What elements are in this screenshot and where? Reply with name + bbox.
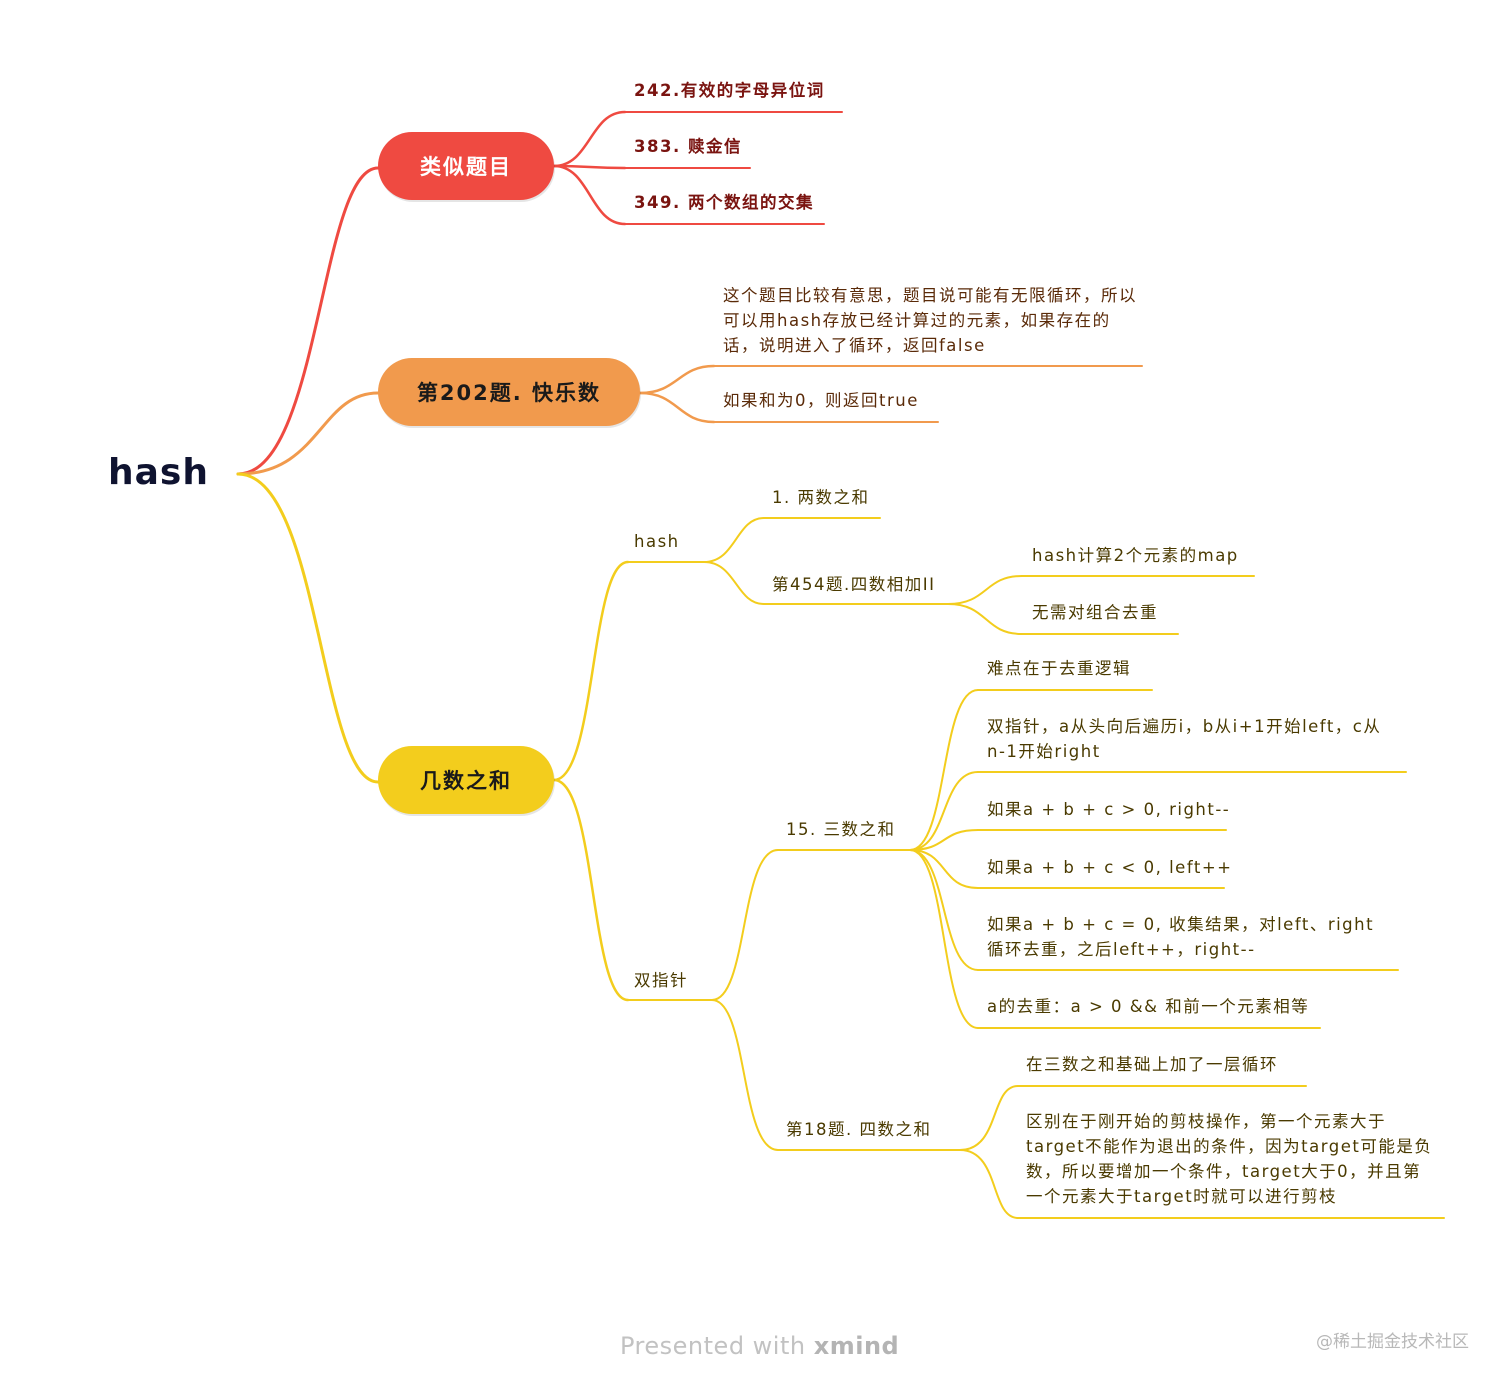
- footer-credit: Presented with xmind: [620, 1332, 899, 1360]
- branch-n-sum[interactable]: 几数之和: [378, 746, 554, 814]
- leaf-happy-number-note[interactable]: 这个题目比较有意思，题目说可能有无限循环，所以可以用hash存放已经计算过的元素…: [723, 286, 1137, 355]
- topic-hash[interactable]: hash: [634, 532, 680, 551]
- connector-orange-2: [638, 391, 716, 424]
- connector-hash-4sumii: [703, 561, 765, 605]
- connector-3sum-6: [909, 849, 979, 1029]
- leaf-3sum-lt-zero[interactable]: 如果a + b + c < 0, left++: [987, 858, 1233, 877]
- leaf-4sum-extra-loop[interactable]: 在三数之和基础上加了一层循环: [1026, 1055, 1278, 1074]
- connector-yellow-twoptr: [552, 778, 630, 1002]
- connector-red-2: [552, 164, 627, 170]
- connector-4sumii-2: [947, 603, 1023, 635]
- leaf-two-sum[interactable]: 1. 两数之和: [772, 488, 870, 507]
- leaf-3sum-dedup-hard[interactable]: 难点在于去重逻辑: [987, 659, 1131, 678]
- leaf-sum-zero[interactable]: 如果和为0，则返回true: [723, 391, 919, 410]
- watermark: @稀土掘金技术社区: [1316, 1332, 1469, 1352]
- connector-4sum-1: [959, 1085, 1019, 1151]
- leaf-3sum-gt-zero[interactable]: 如果a + b + c > 0, right--: [987, 800, 1231, 819]
- connector-root-yellow: [236, 472, 380, 784]
- connector-3sum-5: [909, 849, 979, 971]
- leaf-hash-map-two[interactable]: hash计算2个元素的map: [1032, 546, 1239, 565]
- connector-4sumii-1: [947, 575, 1023, 605]
- connector-4sum-2: [959, 1149, 1019, 1219]
- connector-root-orange: [236, 391, 380, 476]
- footer-prefix: Presented with: [620, 1332, 806, 1360]
- root-topic[interactable]: hash: [108, 452, 209, 493]
- connector-3sum-3: [909, 829, 979, 851]
- connector-3sum-2: [909, 771, 979, 851]
- connector-3sum-1: [909, 689, 979, 851]
- topic-two-pointer[interactable]: 双指针: [634, 971, 688, 990]
- connector-twoptr-4sum: [711, 999, 779, 1151]
- leaf-3sum-pointers[interactable]: 双指针，a从头向后遍历i，b从i+1开始left，c从n-1开始right: [987, 717, 1382, 761]
- topic-four-sum-ii[interactable]: 第454题.四数相加II: [772, 575, 936, 594]
- branch-similar-problems[interactable]: 类似题目: [378, 132, 554, 200]
- leaf-valid-anagram[interactable]: 242.有效的字母异位词: [634, 81, 825, 100]
- topic-four-sum[interactable]: 第18题. 四数之和: [786, 1120, 932, 1139]
- leaf-no-dedup[interactable]: 无需对组合去重: [1032, 603, 1158, 622]
- connector-orange-1: [638, 364, 716, 395]
- leaf-array-intersection[interactable]: 349. 两个数组的交集: [634, 193, 814, 212]
- connector-hash-twosum: [703, 517, 765, 563]
- topic-three-sum[interactable]: 15. 三数之和: [786, 820, 896, 839]
- leaf-4sum-pruning[interactable]: 区别在于刚开始的剪枝操作，第一个元素大于target不能作为退出的条件，因为ta…: [1026, 1112, 1433, 1206]
- connector-yellow-hash: [552, 560, 630, 782]
- leaf-3sum-eq-zero[interactable]: 如果a + b + c = 0, 收集结果，对left、right循环去重，之后…: [987, 915, 1375, 959]
- connector-red-3: [552, 164, 627, 226]
- branch-happy-number[interactable]: 第202题. 快乐数: [378, 358, 640, 426]
- connector-root-red: [236, 166, 380, 476]
- connector-3sum-4: [909, 849, 979, 889]
- leaf-3sum-a-dedup[interactable]: a的去重：a > 0 && 和前一个元素相等: [987, 997, 1310, 1016]
- connector-red-1: [552, 110, 627, 168]
- connector-twoptr-3sum: [711, 849, 779, 1001]
- xmind-brand: xmind: [813, 1332, 900, 1360]
- leaf-ransom-note[interactable]: 383. 赎金信: [634, 137, 742, 156]
